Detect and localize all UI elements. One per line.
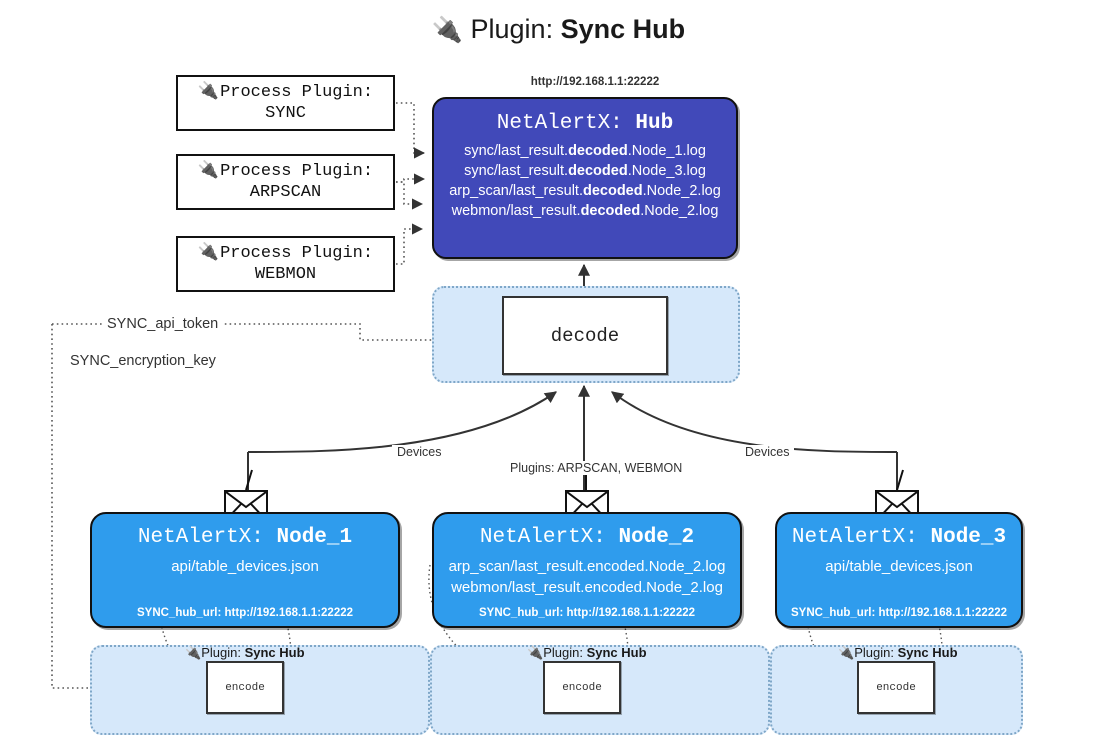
plugin-prefix: Plugin: <box>543 645 583 660</box>
log-bold: decoded <box>568 143 628 159</box>
encode-group-plugin-label-1: 🔌Plugin: Sync Hub <box>185 645 305 661</box>
node-title-name: Node_3 <box>930 526 1007 549</box>
hub-title-name: Hub <box>635 112 674 135</box>
sync-api-token-label: SYNC_api_token <box>103 316 223 332</box>
node-hub-url-label: SYNC_hub_url: http://192.168.1.1:22222 <box>478 607 696 619</box>
process-plugin-label: Process Plugin: <box>220 161 374 181</box>
plug-icon: 🔌 <box>197 82 220 102</box>
process-plugin-label: Process Plugin: <box>220 82 374 102</box>
plug-icon: 🔌 <box>197 161 220 181</box>
log-pre: webmon/last_result. <box>451 203 581 219</box>
node-box-node-1[interactable]: NetAlertX: Node_1 api/table_devices.json… <box>90 512 400 628</box>
log-post: .Node_2.log <box>642 183 721 199</box>
node-title: NetAlertX: Node_3 <box>777 526 1021 549</box>
hub-log-list: sync/last_result.decoded.Node_1.log sync… <box>434 143 736 219</box>
page-title: 🔌 Plugin: Sync Hub <box>0 14 1117 45</box>
node-title-prefix: NetAlertX: <box>479 526 606 549</box>
decode-box[interactable]: decode <box>502 296 668 375</box>
plug-icon: 🔌 <box>431 16 463 44</box>
log-pre: sync/last_result. <box>464 143 569 159</box>
plug-icon: 🔌 <box>185 645 202 660</box>
log-bold: decoded <box>580 203 641 219</box>
plug-icon: 🔌 <box>197 243 220 263</box>
log-bold: decoded <box>582 183 643 199</box>
process-plugin-box-webmon[interactable]: 🔌 Process Plugin: WEBMON <box>176 236 395 292</box>
node-line-list: api/table_devices.json <box>777 558 1021 575</box>
node-box-node-3[interactable]: NetAlertX: Node_3 api/table_devices.json… <box>775 512 1023 628</box>
hub-title-prefix: NetAlertX: <box>496 112 623 135</box>
process-plugin-name: ARPSCAN <box>249 183 322 202</box>
node-title: NetAlertX: Node_2 <box>434 526 740 549</box>
log-pre: arp_scan/last_result. <box>449 183 583 199</box>
node-line: api/table_devices.json <box>825 558 973 575</box>
plugin-name: Sync Hub <box>897 645 958 660</box>
process-plugin-box-sync[interactable]: 🔌 Process Plugin: SYNC <box>176 75 395 131</box>
log-pre: sync/last_result. <box>464 163 569 179</box>
node-line: webmon/last_result.encoded.Node_2.log <box>451 579 723 596</box>
hub-url-label: http://192.168.1.1:22222 <box>530 76 660 88</box>
plug-icon: 🔌 <box>527 645 544 660</box>
edge-label-devices-left: Devices <box>392 445 447 459</box>
hub-log-item: webmon/last_result.decoded.Node_2.log <box>452 203 719 219</box>
plugin-prefix: Plugin: <box>201 645 241 660</box>
encode-group-node-1 <box>90 645 430 735</box>
plugin-name: Sync Hub <box>586 645 647 660</box>
edge-label-devices-right: Devices <box>740 445 795 459</box>
plug-icon: 🔌 <box>838 645 855 660</box>
process-plugin-connectors <box>396 102 426 265</box>
node-box-node-2[interactable]: NetAlertX: Node_2 arp_scan/last_result.e… <box>432 512 742 628</box>
hub-log-item: sync/last_result.decoded.Node_1.log <box>464 143 706 159</box>
encode-group-plugin-label-2: 🔌Plugin: Sync Hub <box>527 645 647 661</box>
nodes-to-decode-edges <box>247 384 898 500</box>
encode-box-node-3[interactable]: encode <box>857 661 935 714</box>
node-line-list: api/table_devices.json <box>92 558 398 575</box>
process-plugin-label: Process Plugin: <box>220 243 374 263</box>
node-title-name: Node_1 <box>276 526 353 549</box>
node-hub-url-label: SYNC_hub_url: http://192.168.1.1:22222 <box>136 607 354 619</box>
title-prefix: Plugin: <box>470 14 554 44</box>
log-bold: decoded <box>568 163 628 179</box>
token-connectors <box>51 323 496 694</box>
process-plugin-box-arpscan[interactable]: 🔌 Process Plugin: ARPSCAN <box>176 154 395 210</box>
edge-label-plugins: Plugins: ARPSCAN, WEBMON <box>505 461 688 475</box>
process-plugin-name: SYNC <box>265 104 306 123</box>
node-title: NetAlertX: Node_1 <box>92 526 398 549</box>
node-line-list: arp_scan/last_result.encoded.Node_2.log … <box>434 558 740 596</box>
sync-encryption-key-label: SYNC_encryption_key <box>66 353 220 369</box>
plugin-prefix: Plugin: <box>854 645 894 660</box>
hub-title: NetAlertX: Hub <box>434 112 736 135</box>
log-post: .Node_1.log <box>627 143 706 159</box>
title-name: Sync Hub <box>560 14 686 44</box>
node-title-prefix: NetAlertX: <box>791 526 918 549</box>
hub-box[interactable]: NetAlertX: Hub sync/last_result.decoded.… <box>432 97 738 259</box>
hub-log-item: sync/last_result.decoded.Node_3.log <box>464 163 706 179</box>
log-post: .Node_2.log <box>640 203 719 219</box>
hub-log-item: arp_scan/last_result.decoded.Node_2.log <box>449 183 721 199</box>
node-hub-url-label: SYNC_hub_url: http://192.168.1.1:22222 <box>790 607 1008 619</box>
node-line: api/table_devices.json <box>171 558 319 575</box>
plugin-name: Sync Hub <box>244 645 305 660</box>
node-line: arp_scan/last_result.encoded.Node_2.log <box>448 558 726 575</box>
log-post: .Node_3.log <box>627 163 706 179</box>
node-title-prefix: NetAlertX: <box>137 526 264 549</box>
encode-group-plugin-label-3: 🔌Plugin: Sync Hub <box>838 645 958 661</box>
node-title-name: Node_2 <box>618 526 695 549</box>
encode-box-node-2[interactable]: encode <box>543 661 621 714</box>
encode-box-node-1[interactable]: encode <box>206 661 284 714</box>
process-plugin-name: WEBMON <box>254 265 317 284</box>
